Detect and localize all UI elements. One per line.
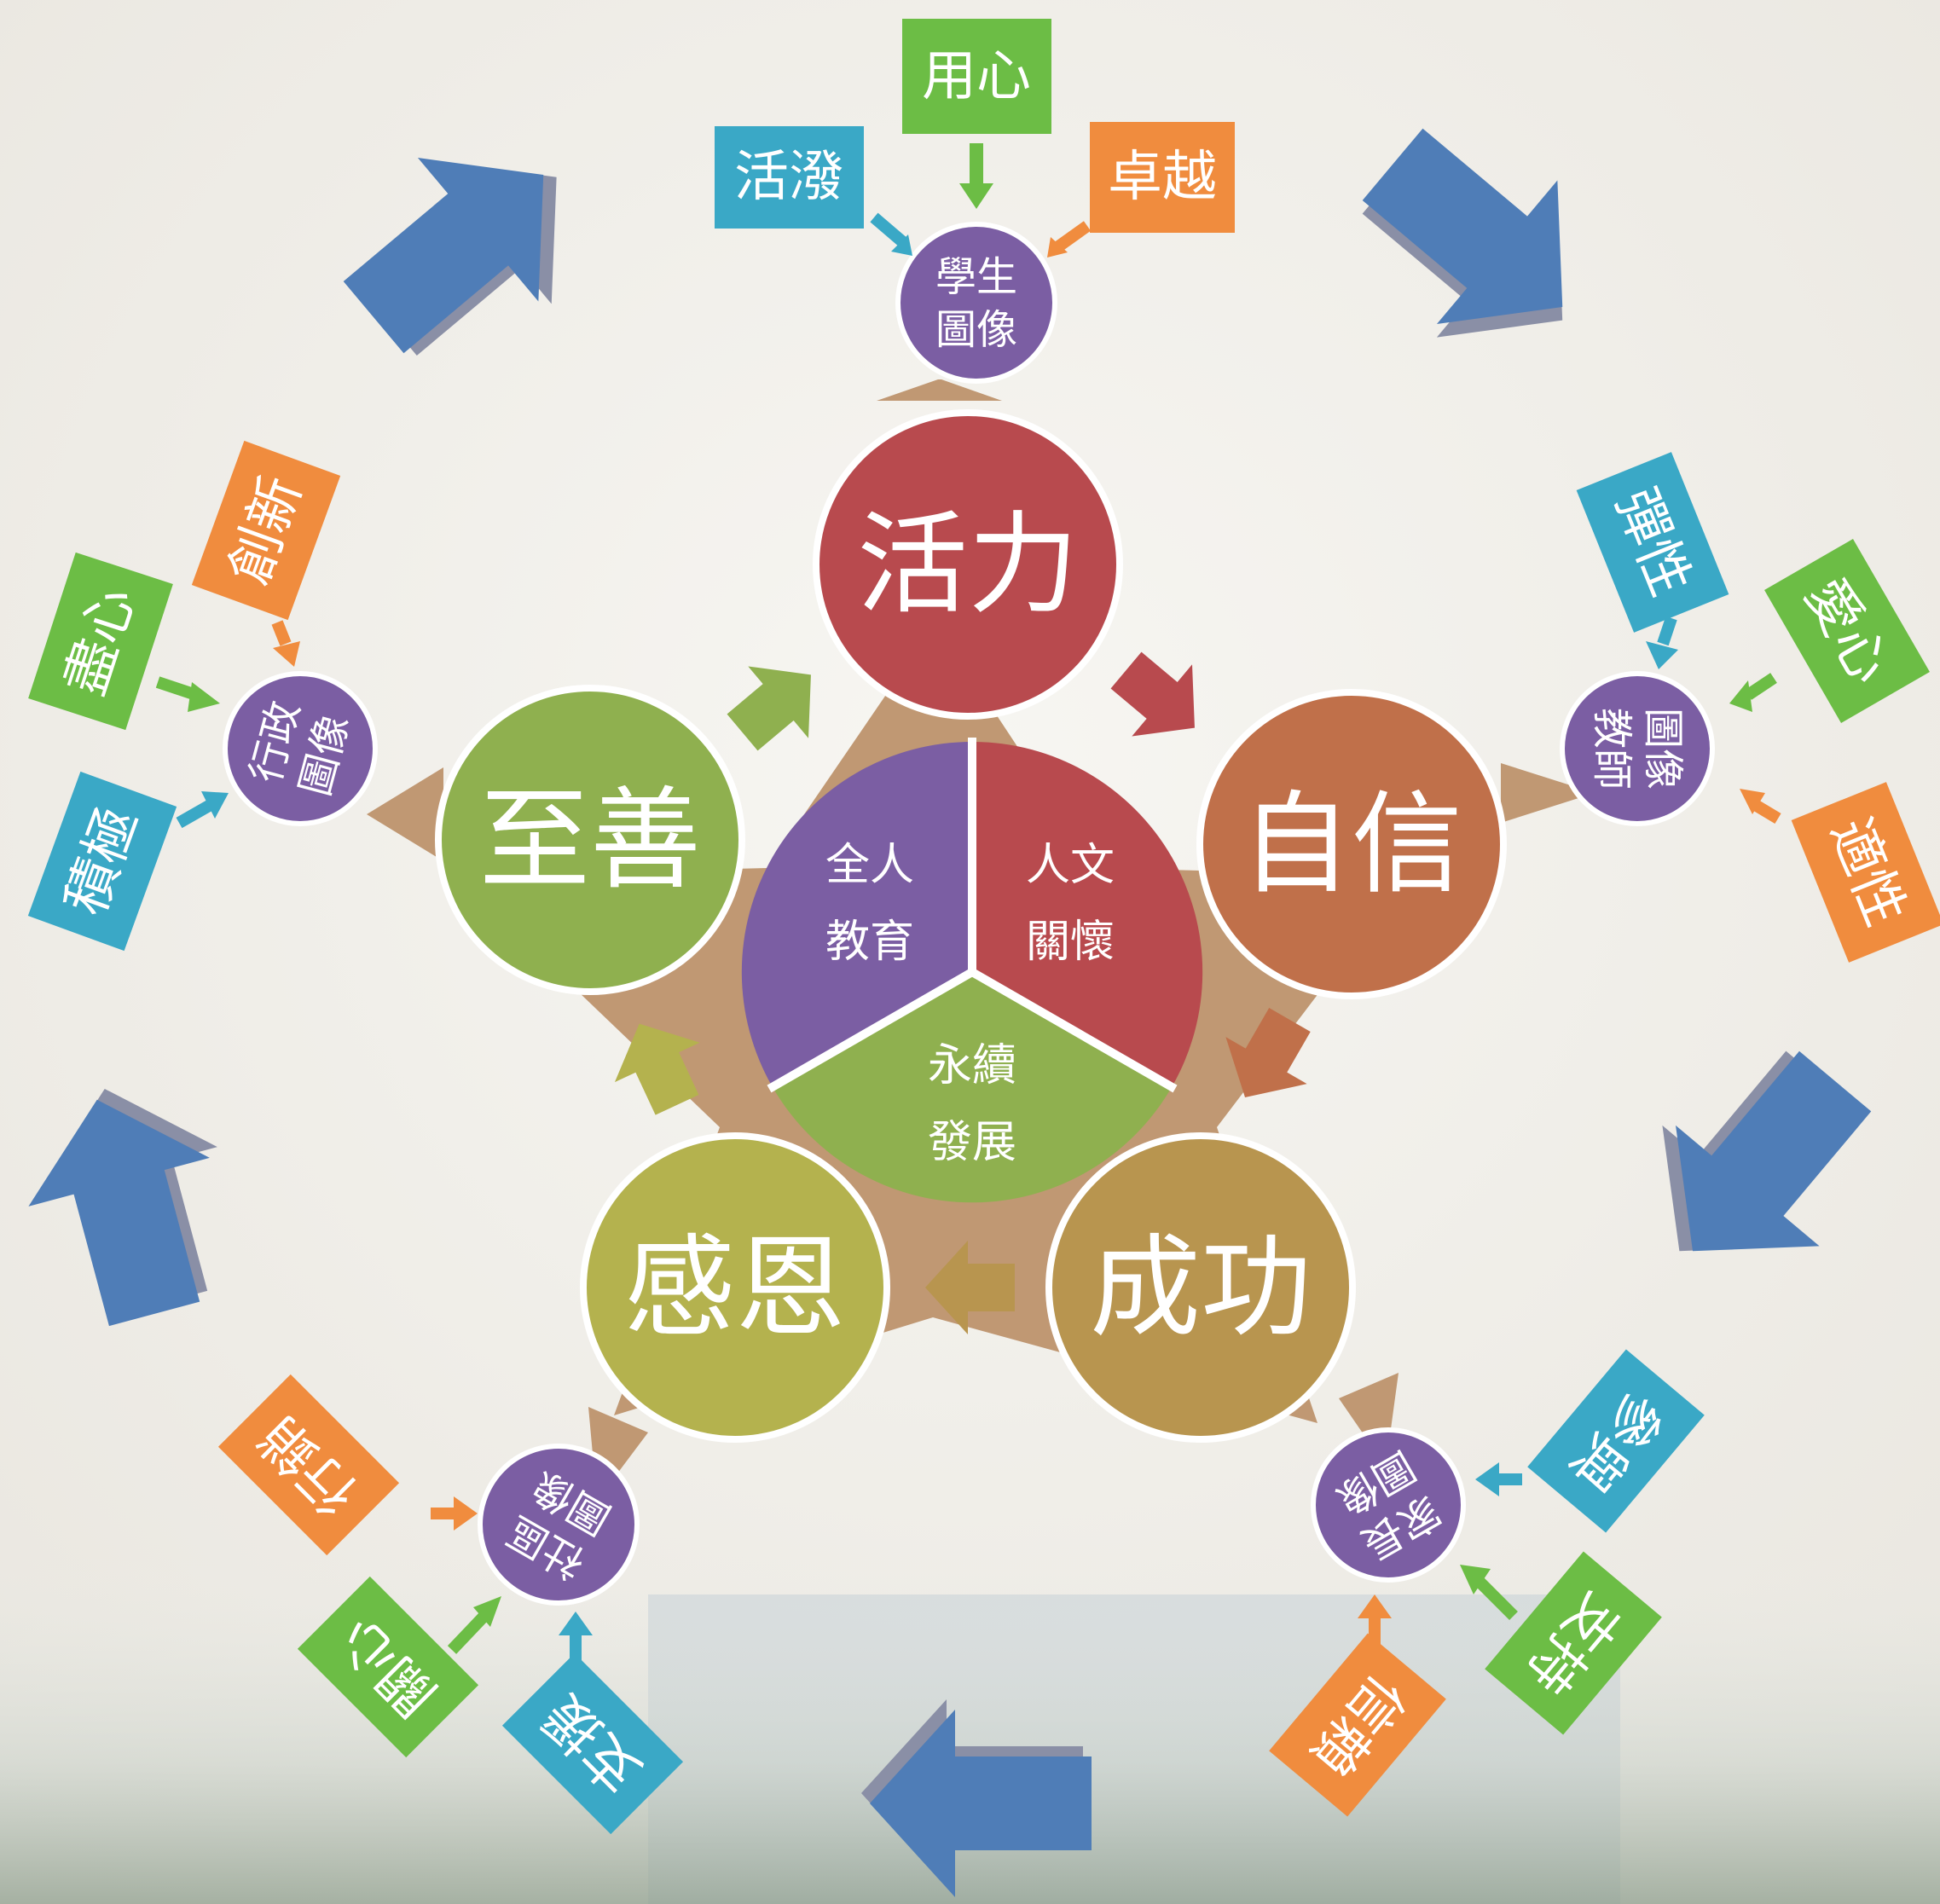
small-arrow-parent-2: [1475, 1577, 1518, 1620]
keyword-box-admin-1: [191, 440, 341, 621]
small-arrow-admin-3: [176, 800, 212, 829]
cycle-arrow-vitality-to-confidence: [1110, 651, 1195, 737]
value-label-vitality: 活力: [857, 500, 1079, 629]
small-arrow-teacher-2: [1745, 673, 1777, 700]
blue-arrow-top-left: [343, 158, 557, 356]
blue-arrow-bottom: [861, 1699, 1092, 1897]
keyword-box-community-1: [217, 1374, 400, 1556]
value-label-confidence: 自信: [1241, 779, 1462, 909]
cycle-arrow-success-to-gratitude: [925, 1241, 1015, 1334]
portrait-circle-teacher: [1560, 671, 1715, 826]
small-arrow-teacher-1: [1657, 616, 1677, 646]
keyword-box-parent-1: [1527, 1349, 1705, 1533]
keyword-box-teacher-1: [1576, 452, 1729, 633]
core-circle: [741, 738, 1203, 1203]
keyword-box-teacher-3: [1791, 782, 1940, 963]
portrait-label-student-line2: 圖像: [935, 306, 1017, 354]
blue-arrow-top-right: [1362, 128, 1563, 338]
keyword-box-teacher-2: [1764, 539, 1930, 723]
small-arrow-student-3: [1053, 221, 1092, 252]
keyword-box-community-2: [297, 1576, 479, 1758]
connector-student: [877, 379, 1002, 401]
small-arrow-community-2: [447, 1612, 489, 1654]
core-label-sustainable-line2: 發展: [928, 1117, 1016, 1168]
value-circle-success: [1045, 1132, 1356, 1443]
keyword-student-3: 卓越: [1108, 146, 1217, 209]
core-label-humanistic-care-line1: 人文: [1026, 840, 1115, 891]
core-label-whole-person-line1: 全人: [825, 840, 914, 891]
keyword-box-student-3: [1090, 122, 1235, 233]
small-arrow-student-2: [970, 143, 983, 186]
portrait-label-teacher-line2: 圖像: [1639, 708, 1687, 790]
background-ground: [0, 1552, 1940, 1904]
connector-teacher: [1501, 763, 1595, 823]
keyword-box-parent-2: [1485, 1551, 1662, 1735]
small-arrow-admin-2: [155, 676, 199, 701]
value-label-excellence: 至善: [479, 775, 701, 905]
small-arrow-admin-1: [271, 620, 292, 646]
value-circle-confidence: [1196, 689, 1507, 999]
cycle-arrow-gratitude-to-excellence: [614, 1023, 700, 1115]
portrait-circle-admin: [223, 671, 378, 826]
portrait-circle-student: [895, 222, 1057, 384]
value-label-success: 成功: [1090, 1223, 1312, 1352]
portrait-circle-community: [478, 1444, 640, 1606]
connector-admin: [367, 767, 443, 861]
keyword-box-community-3: [501, 1652, 684, 1835]
keyword-box-student-2: [902, 19, 1051, 134]
portrait-label-student-line1: 學生: [935, 253, 1017, 301]
cycle-arrow-confidence-to-success: [1225, 1008, 1311, 1097]
keyword-student-2: 用心: [922, 45, 1031, 108]
value-label-gratitude: 感恩: [624, 1223, 846, 1352]
keyword-box-parent-3: [1269, 1633, 1446, 1817]
portrait-label-teacher-line1: 教師: [1588, 708, 1636, 790]
cycle-arrow-excellence-to-vitality: [727, 666, 811, 751]
keyword-box-admin-3: [27, 771, 177, 952]
value-circle-gratitude: [580, 1132, 890, 1443]
small-arrow-student-1: [870, 212, 908, 248]
blue-arrow-right: [1662, 1050, 1872, 1252]
core-label-whole-person-line2: 教育: [825, 917, 914, 968]
small-arrow-teacher-3: [1753, 800, 1781, 825]
keyword-box-student-1: [715, 126, 864, 229]
value-circle-vitality: [813, 409, 1123, 720]
blue-arrow-left: [28, 1089, 217, 1327]
core-label-humanistic-care-line2: 關懷: [1026, 917, 1115, 968]
portrait-circle-parent: [1311, 1427, 1466, 1583]
keyword-box-admin-2: [28, 552, 173, 731]
core-label-sustainable-line1: 永續: [928, 1040, 1016, 1091]
keyword-student-1: 活潑: [734, 146, 843, 209]
value-circle-excellence: [435, 685, 745, 995]
